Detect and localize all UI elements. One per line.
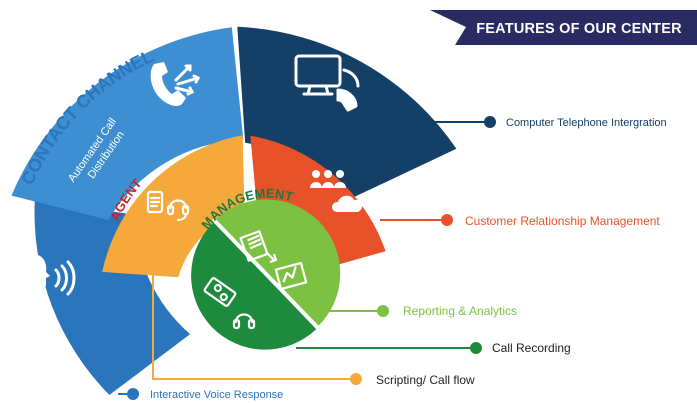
segment-recording xyxy=(191,222,317,350)
leader-dot-reporting xyxy=(377,305,389,317)
script-headset-icon xyxy=(146,190,190,222)
phone-arrows-icon xyxy=(150,62,201,106)
report-chart-icon xyxy=(239,230,308,291)
feature-label-recording: Call Recording xyxy=(492,341,571,355)
speaking-head-icon xyxy=(19,253,76,298)
feature-label-scripting: Scripting/ Call flow xyxy=(376,373,475,387)
banner-title: FEATURES OF OUR CENTER xyxy=(476,21,682,37)
people-cloud-icon xyxy=(310,170,363,212)
leader-dot-ivr xyxy=(127,388,139,400)
feature-label-crm: Customer Relationship Management xyxy=(465,214,660,228)
leader-dot-scripting xyxy=(350,373,362,385)
recorder-headset-icon xyxy=(203,277,256,330)
leader-lines xyxy=(118,116,496,400)
feature-label-cti: Computer Telephone Intergration xyxy=(506,117,667,129)
segment-ivr xyxy=(34,200,191,395)
segment-reporting xyxy=(215,199,341,327)
segment-acd xyxy=(11,27,244,220)
leader-dot-crm xyxy=(441,214,453,226)
leader-line-scripting xyxy=(152,272,356,380)
feature-labels: Computer Telephone IntergrationCustomer … xyxy=(150,117,667,401)
leader-dot-cti xyxy=(484,116,496,128)
segment-crm xyxy=(250,135,386,271)
feature-label-ivr: Interactive Voice Response xyxy=(150,389,283,401)
leader-dot-recording xyxy=(470,342,482,354)
computer-phone-icon xyxy=(294,54,360,112)
pie-divider xyxy=(211,217,321,331)
feature-label-reporting: Reporting & Analytics xyxy=(403,304,517,318)
banner-shape xyxy=(430,10,697,45)
